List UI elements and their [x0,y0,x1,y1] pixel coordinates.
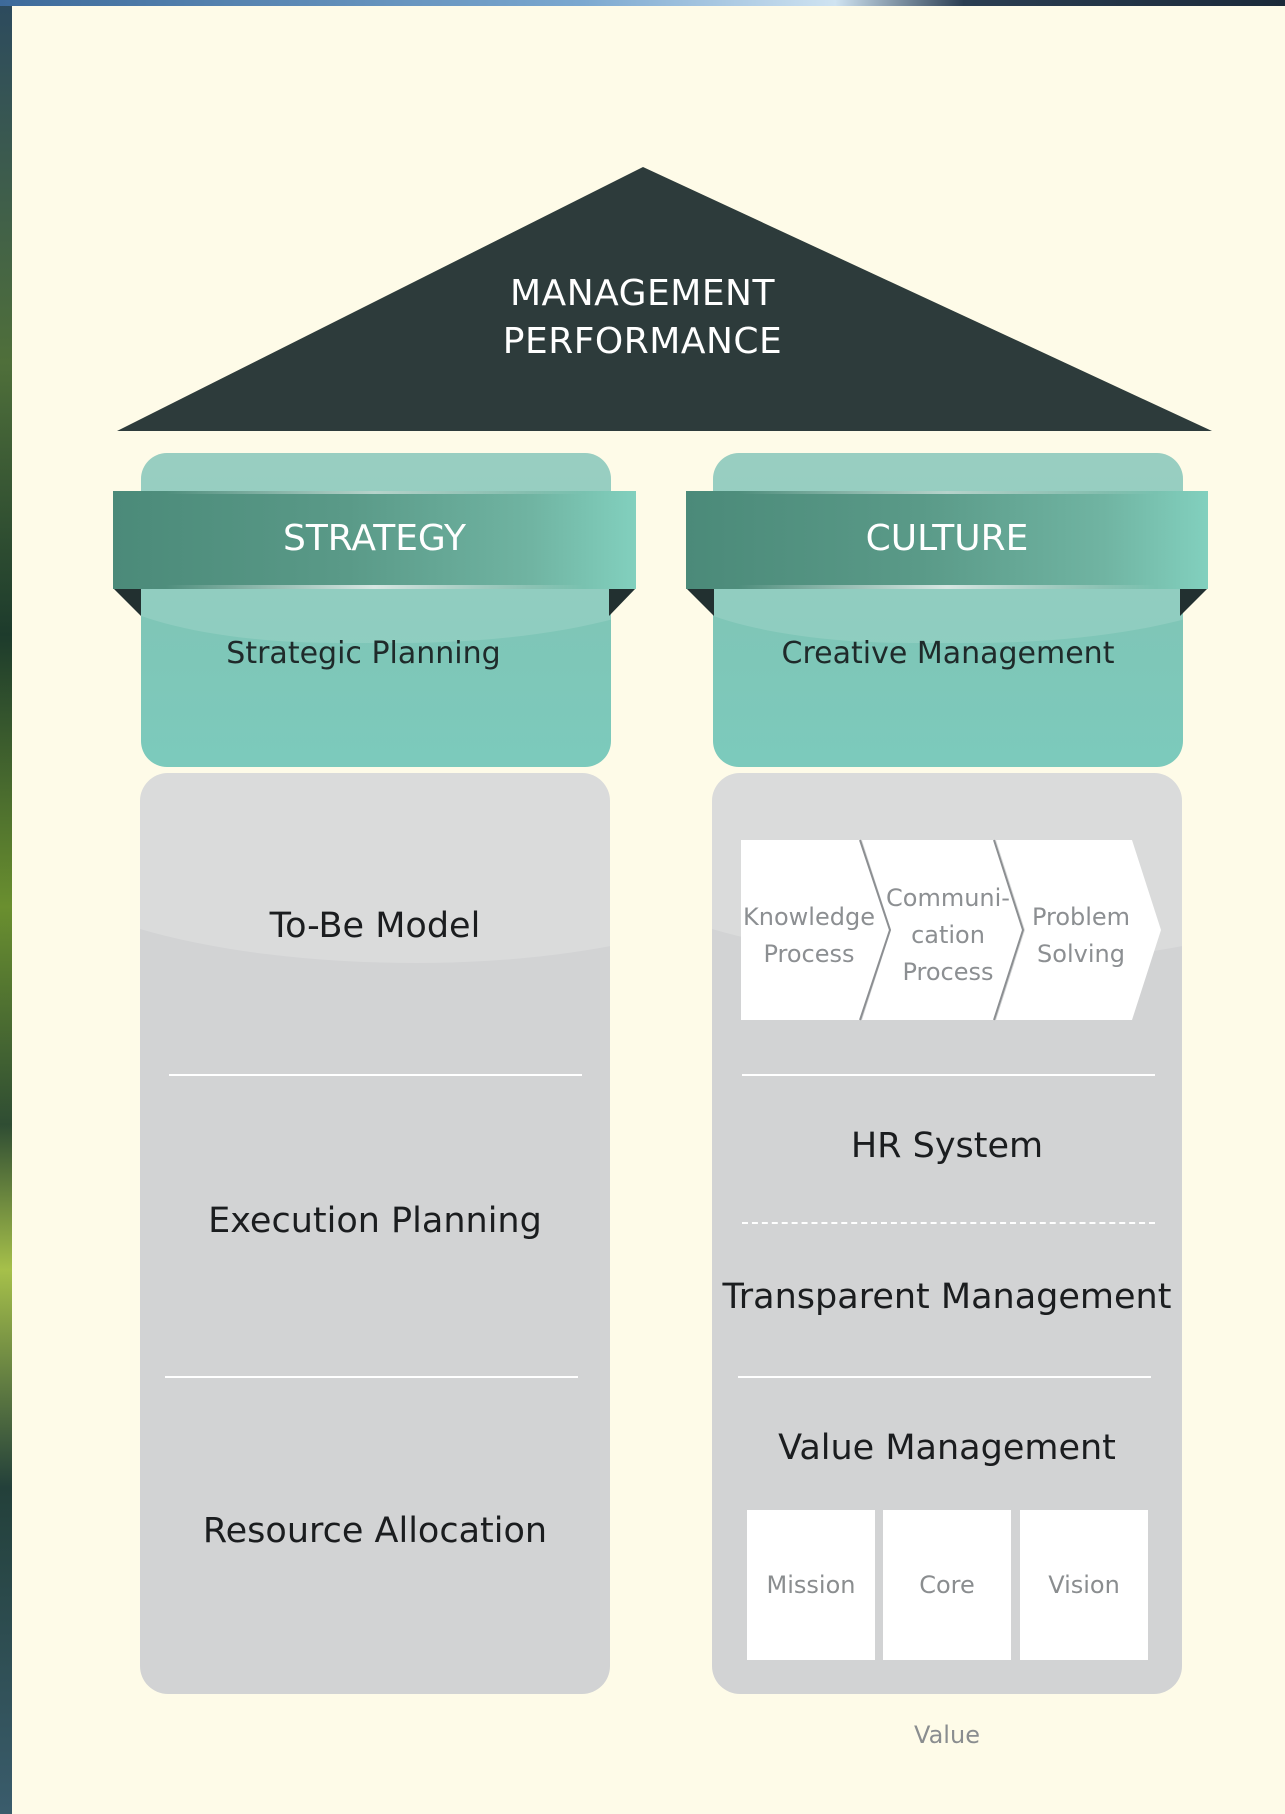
background-photo-strip [0,0,13,1814]
strategy-ribbon-fold-left [113,588,141,616]
roof-title-line-1: MANAGEMENT [510,273,775,314]
culture-subtitle: Creative Management [781,636,1115,671]
chevron-communication-process [862,840,1023,1020]
strategy-item-to-be-model: To-Be Model [269,906,481,946]
culture-ribbon-fold-left [686,588,714,616]
strategy-ribbon: STRATEGY [113,491,636,589]
chevron-communication-line-2: cation [911,921,985,949]
background-photo-edge [0,0,1285,6]
culture-divider-dashed [742,1222,1155,1224]
strategy-title: STRATEGY [282,518,467,559]
chevron-problem-line-1: Problem [1031,903,1131,931]
strategy-divider-1 [169,1074,582,1076]
chevron-communication-line-1: Communi- [886,884,1010,912]
strategy-item-execution-planning: Execution Planning [208,1201,542,1241]
value-box-mission: Mission [747,1510,875,1660]
roof-title: MANAGEMENT PERFORMANCE [0,270,1285,366]
culture-ribbon: CULTURE [686,491,1208,589]
culture-item-hr-system: HR System [850,1126,1044,1166]
roof-triangle [117,167,1212,431]
strategy-divider-2 [165,1376,578,1378]
culture-ribbon-highlight-bottom [686,585,1208,589]
chevron-knowledge-process-label: Knowledge Process [741,899,877,973]
value-box-vision: Vision [1020,1510,1148,1660]
culture-ribbon-highlight-top [686,491,1208,494]
process-chevron-strip [741,839,1161,1021]
chevron-communication-line-3: Process [902,958,994,986]
chevron-knowledge-line-1: Knowledge [743,903,875,931]
strategy-column-sheen [140,773,610,963]
strategy-item-resource-allocation: Resource Allocation [202,1511,548,1551]
culture-item-transparent-management: Transparent Management [722,1277,1172,1317]
roof-title-line-2: PERFORMANCE [502,321,783,362]
value-box-core-value: Core Value [883,1510,1011,1749]
strategy-subtitle: Strategic Planning [226,636,501,671]
strategy-ribbon-fold-right [609,588,636,616]
culture-title: CULTURE [865,518,1029,559]
strategy-column [140,773,610,1694]
chevron-knowledge-process [741,840,890,1020]
culture-divider-1 [742,1074,1155,1076]
culture-divider-2 [738,1376,1151,1378]
chevron-problem-solving [996,840,1161,1020]
chevron-problem-solving-label: Problem Solving [1015,899,1147,973]
culture-item-value-management: Value Management [778,1428,1116,1468]
strategy-ribbon-highlight-top [113,491,636,494]
chevron-communication-process-label: Communi- cation Process [877,880,1019,991]
culture-ribbon-fold-right [1180,588,1208,616]
strategy-ribbon-highlight-bottom [113,585,636,589]
chevron-knowledge-line-2: Process [763,940,855,968]
chevron-problem-line-2: Solving [1037,940,1125,968]
